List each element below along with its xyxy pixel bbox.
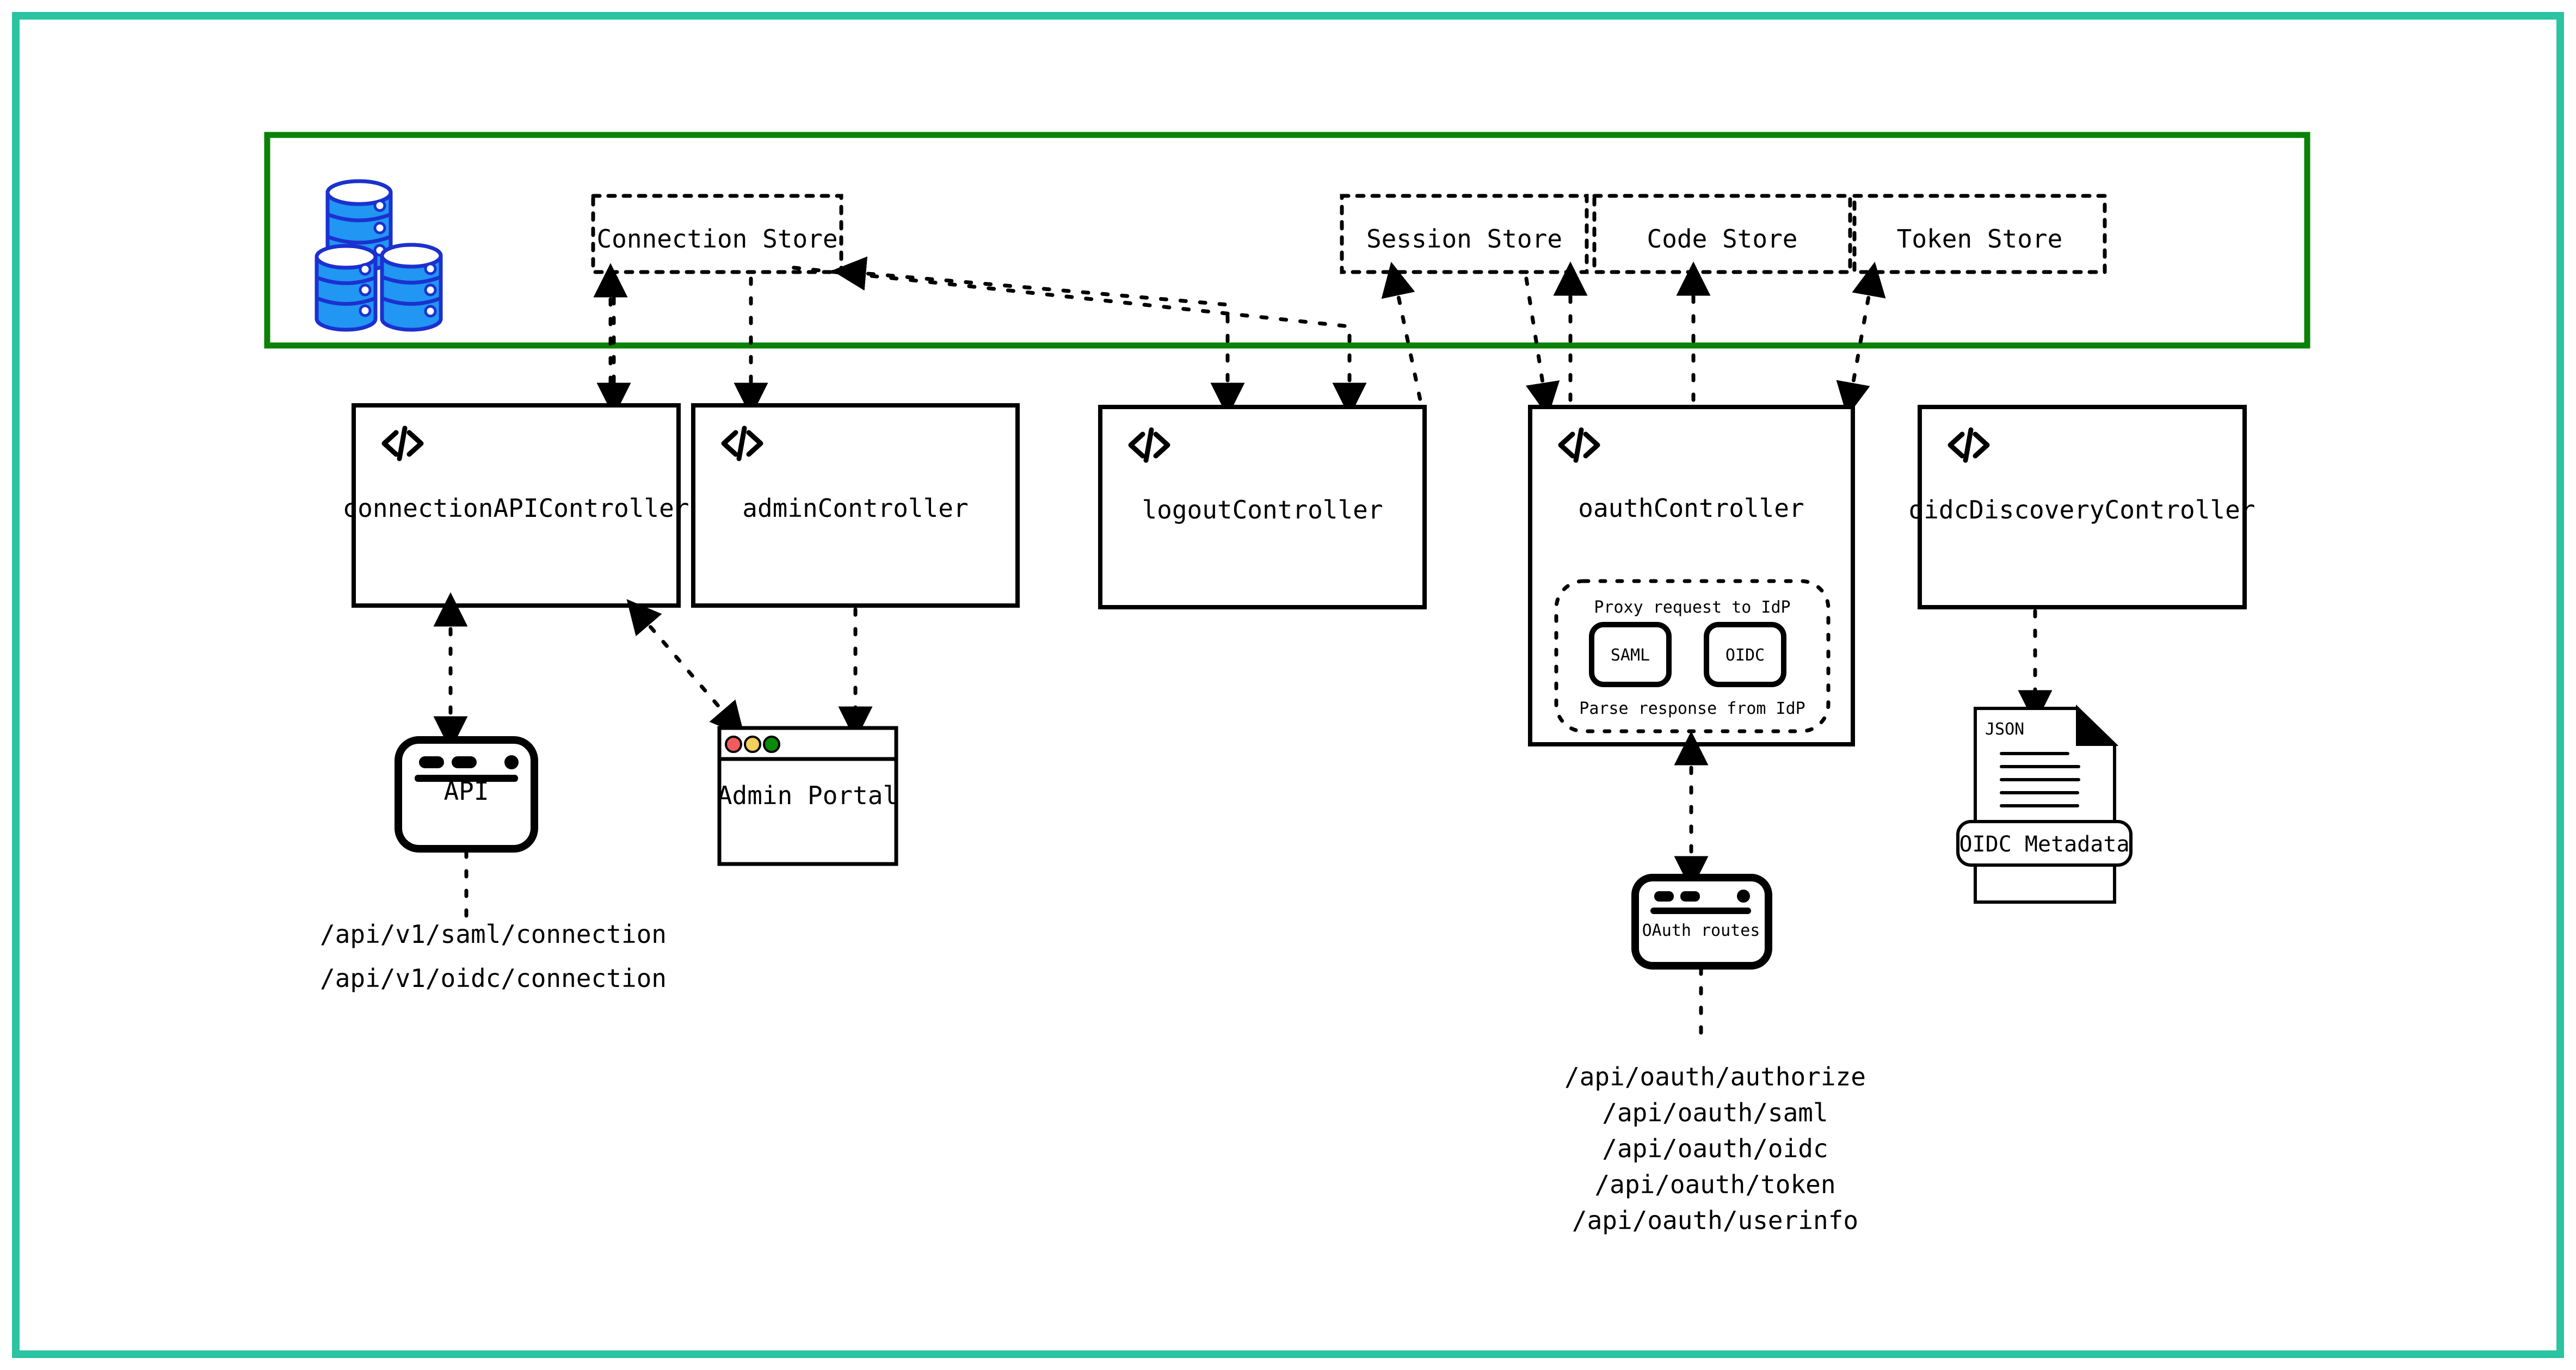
code-icon	[1558, 427, 1600, 463]
controller-oidcdiscoverycontroller[interactable]: oidcDiscoveryController	[1909, 405, 2255, 609]
controller-label: oidcDiscoveryController	[1909, 495, 2255, 524]
database-stack-icon	[315, 179, 443, 332]
traffic-light-red	[725, 736, 742, 753]
controller-admincontroller[interactable]: adminController	[691, 403, 1020, 608]
connector-oauth-to-connection-store	[781, 264, 1367, 417]
code-icon	[381, 425, 424, 461]
json-document-icon[interactable]: JSON OIDC Metadata	[1956, 704, 2133, 904]
oidc-metadata-pill[interactable]: OIDC Metadata	[1956, 820, 2133, 867]
oauth-routes-label: OAuth routes	[1642, 921, 1760, 940]
connector-connapi-to-admin-portal	[626, 599, 745, 737]
code-icon	[1948, 427, 1990, 463]
admin-portal-label: Admin Portal	[717, 781, 898, 810]
parse-response-label: Parse response from IdP	[1579, 699, 1805, 718]
store-token-label: Token Store	[1897, 224, 2063, 254]
api-label: API	[443, 776, 489, 806]
chip-saml-label: SAML	[1611, 646, 1650, 665]
traffic-light-green	[763, 736, 780, 753]
traffic-light-yellow	[744, 736, 761, 753]
controller-label: adminController	[742, 493, 968, 523]
controller-connectionapicontroller[interactable]: connectionAPIController	[343, 403, 689, 608]
store-session-label: Session Store	[1366, 224, 1562, 254]
controller-label: oauthController	[1578, 493, 1804, 523]
chip-oidc-label: OIDC	[1725, 646, 1765, 665]
proxy-request-label: Proxy request to IdP	[1594, 598, 1790, 617]
controller-label: connectionAPIController	[343, 493, 689, 523]
connector-token-store-to-oauth	[1836, 261, 1886, 417]
browser-window-icon-admin-portal[interactable]: Admin Portal	[717, 726, 898, 866]
endpoint-oauth-authorize: /api/oauth/authorize	[1564, 1062, 1866, 1091]
endpoint-oauth-oidc: /api/oauth/oidc	[1602, 1134, 1828, 1163]
oauth-idp-proxy-group: Proxy request to IdP SAML OIDC Parse res…	[1554, 579, 1831, 733]
endpoint-oidc-connection: /api/v1/oidc/connection	[320, 964, 667, 993]
store-session[interactable]: Session Store	[1340, 194, 1589, 274]
endpoint-oauth-userinfo: /api/oauth/userinfo	[1572, 1206, 1858, 1235]
api-window-icon[interactable]: API	[395, 736, 538, 853]
endpoint-oauth-saml: /api/oauth/saml	[1602, 1098, 1828, 1127]
controller-logoutcontroller[interactable]: logoutController	[1098, 405, 1427, 609]
store-token[interactable]: Token Store	[1852, 194, 2107, 274]
store-code[interactable]: Code Store	[1592, 194, 1852, 274]
chip-saml[interactable]: SAML	[1589, 622, 1672, 687]
connector-session-store-to-oauth	[1524, 276, 1560, 417]
code-icon	[721, 425, 763, 461]
controller-label: logoutController	[1142, 495, 1383, 524]
json-badge-label: JSON	[1985, 720, 2024, 739]
store-connection[interactable]: Connection Store	[591, 194, 843, 274]
connector-session-store-left	[1381, 262, 1422, 402]
controller-oauthcontroller[interactable]: oauthController Proxy request to IdP SAM…	[1528, 405, 1855, 746]
endpoint-saml-connection: /api/v1/saml/connection	[320, 919, 667, 949]
oidc-metadata-label: OIDC Metadata	[1959, 832, 2129, 857]
store-connection-label: Connection Store	[596, 224, 837, 254]
endpoint-oauth-token: /api/oauth/token	[1594, 1170, 1835, 1199]
code-icon	[1128, 427, 1170, 463]
chip-oidc[interactable]: OIDC	[1704, 622, 1786, 687]
store-code-label: Code Store	[1647, 224, 1798, 254]
browser-window-icon-oauth-routes[interactable]: OAuth routes	[1631, 874, 1772, 970]
